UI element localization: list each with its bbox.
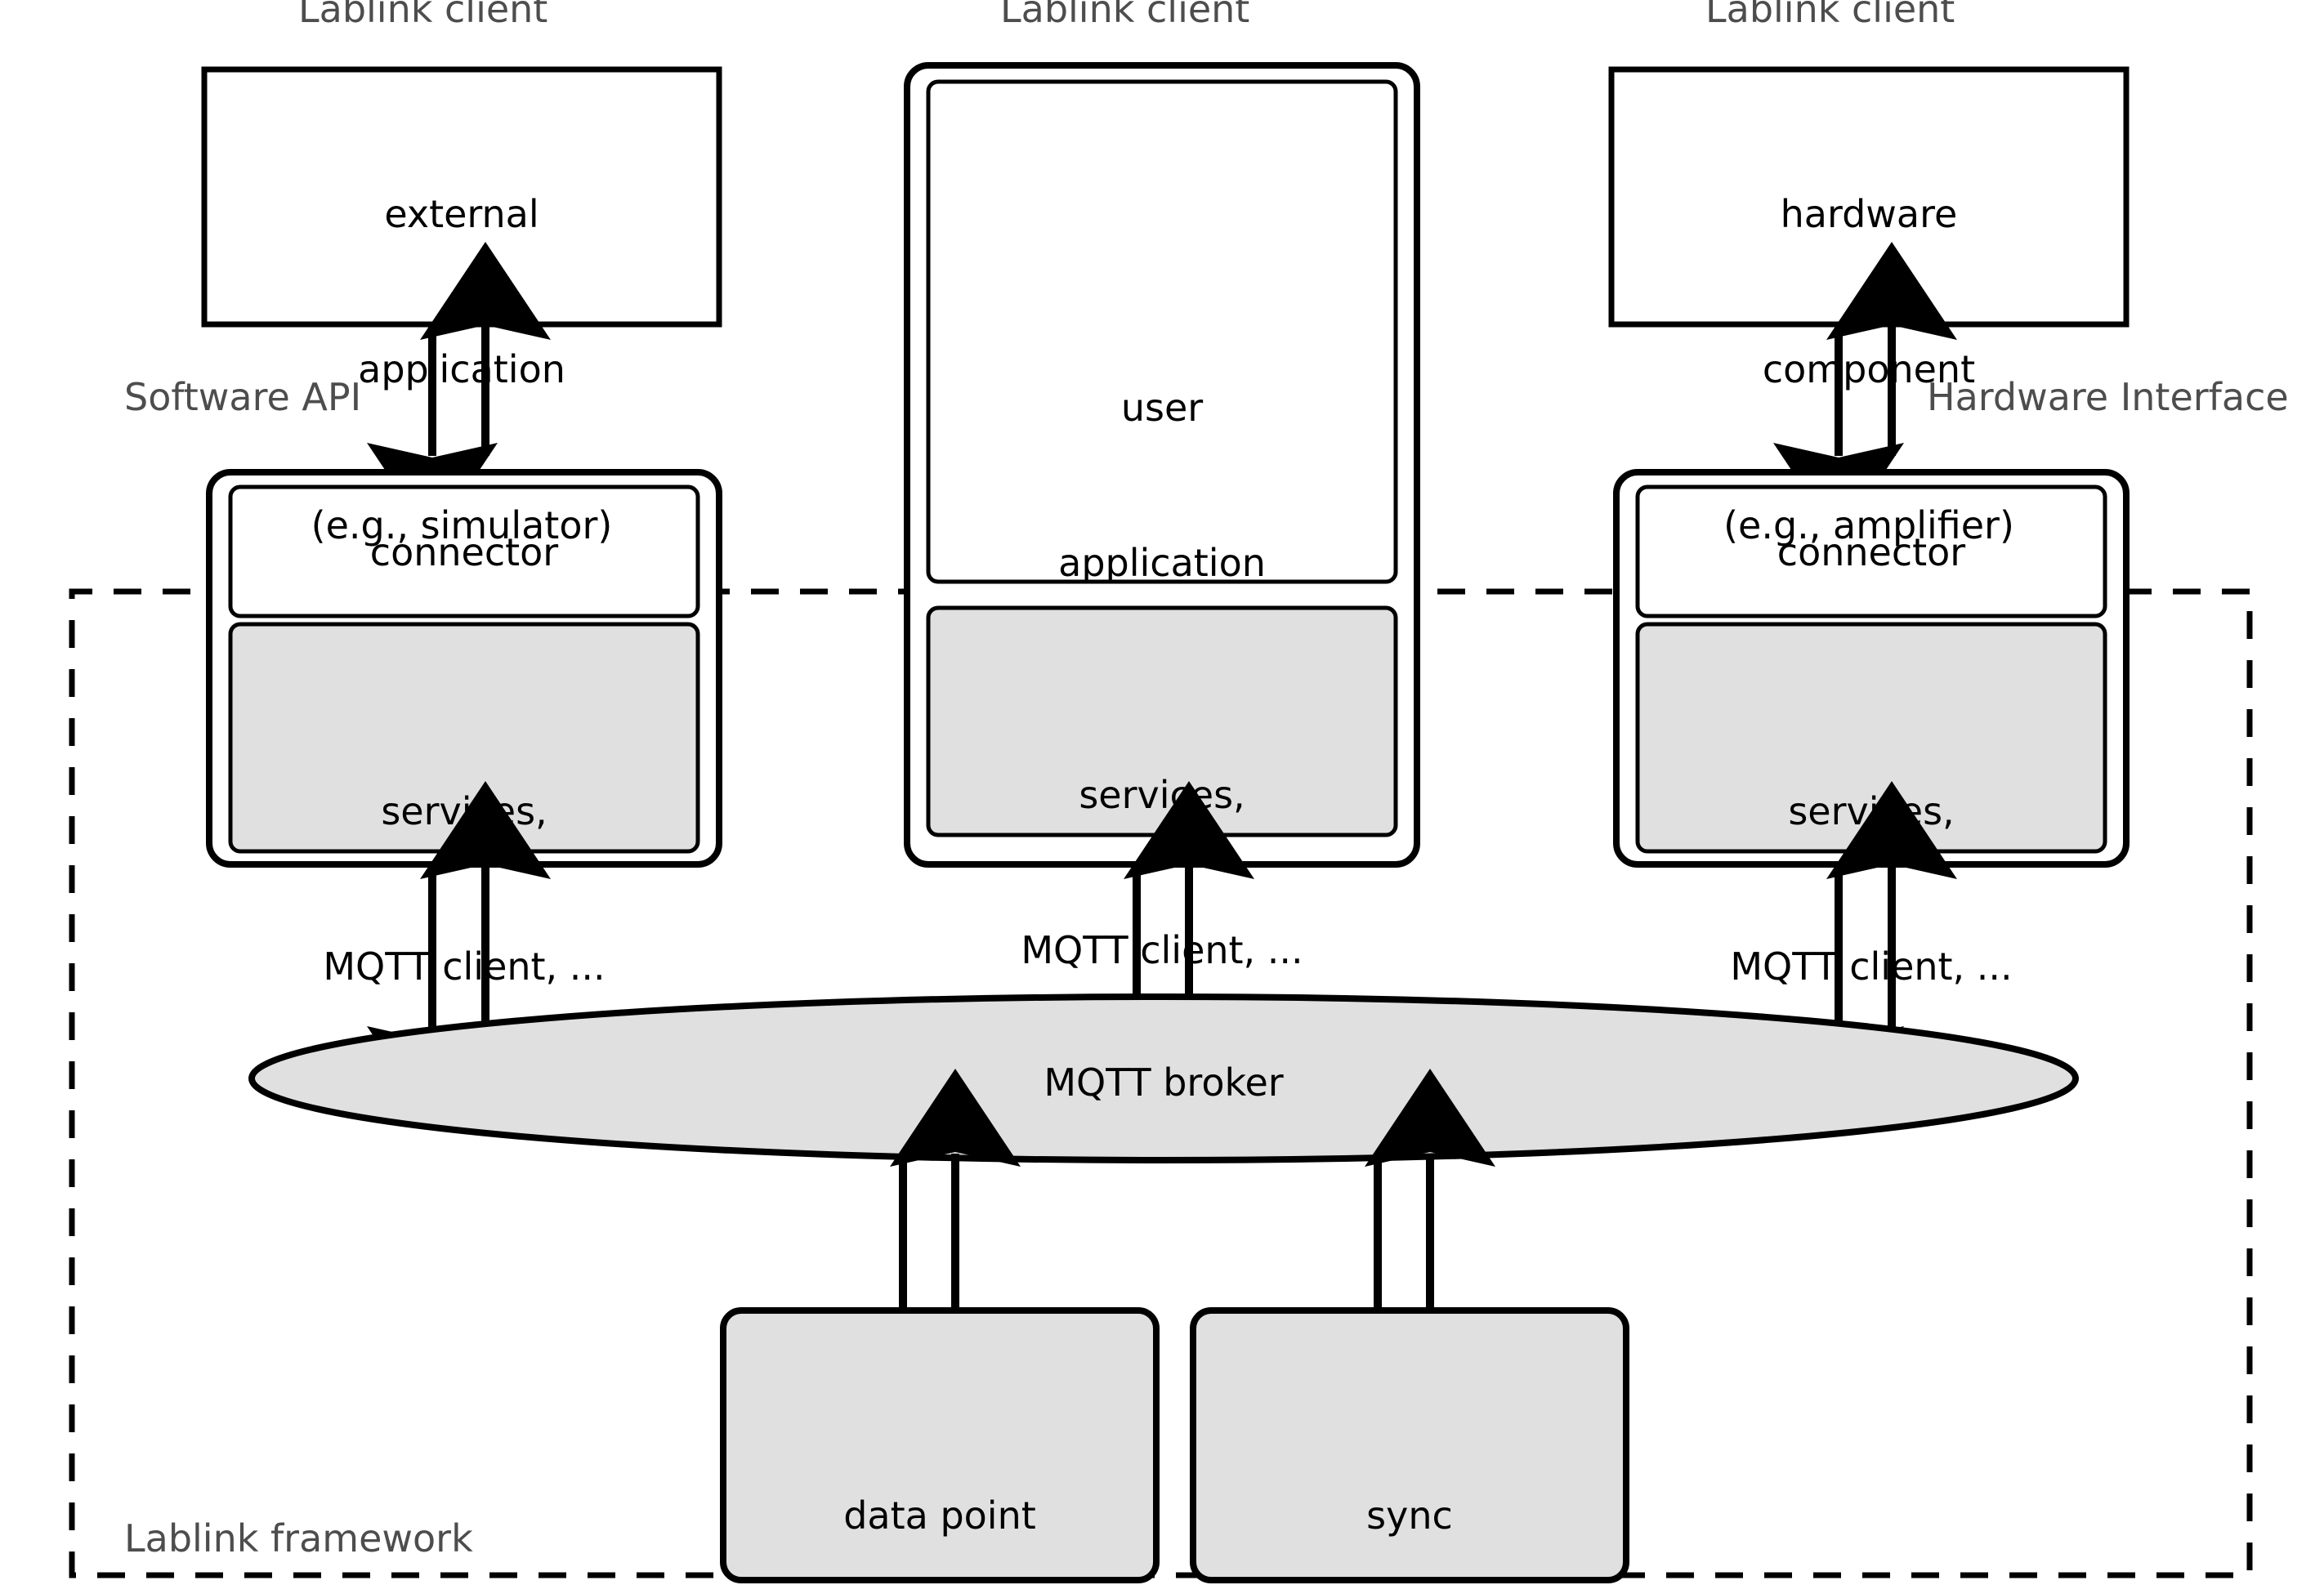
mqtt-broker-ellipse (248, 993, 2079, 1163)
data-point-bridge-box (720, 1307, 1160, 1583)
services-box-right (1635, 622, 2107, 854)
connector-box-right (1635, 484, 2107, 618)
services-box-middle (926, 605, 1398, 837)
hardware-component-box (1608, 66, 2130, 328)
group-label-client-middle: Lablink client (1000, 0, 1250, 31)
external-application-box (201, 66, 722, 328)
group-label-client-left: Lablink client (298, 0, 548, 31)
label-software-api: Software API (124, 375, 362, 419)
connector-box-left (228, 484, 700, 618)
group-label-client-right: Lablink client (1705, 0, 1955, 31)
sync-client-box (1190, 1307, 1629, 1583)
framework-boundary (69, 588, 2253, 1578)
group-label-framework: Lablink framework (124, 1516, 473, 1560)
user-application-box (926, 79, 1398, 584)
label-hardware-interface: Hardware Interface (1927, 375, 2289, 419)
services-box-left (228, 622, 700, 854)
